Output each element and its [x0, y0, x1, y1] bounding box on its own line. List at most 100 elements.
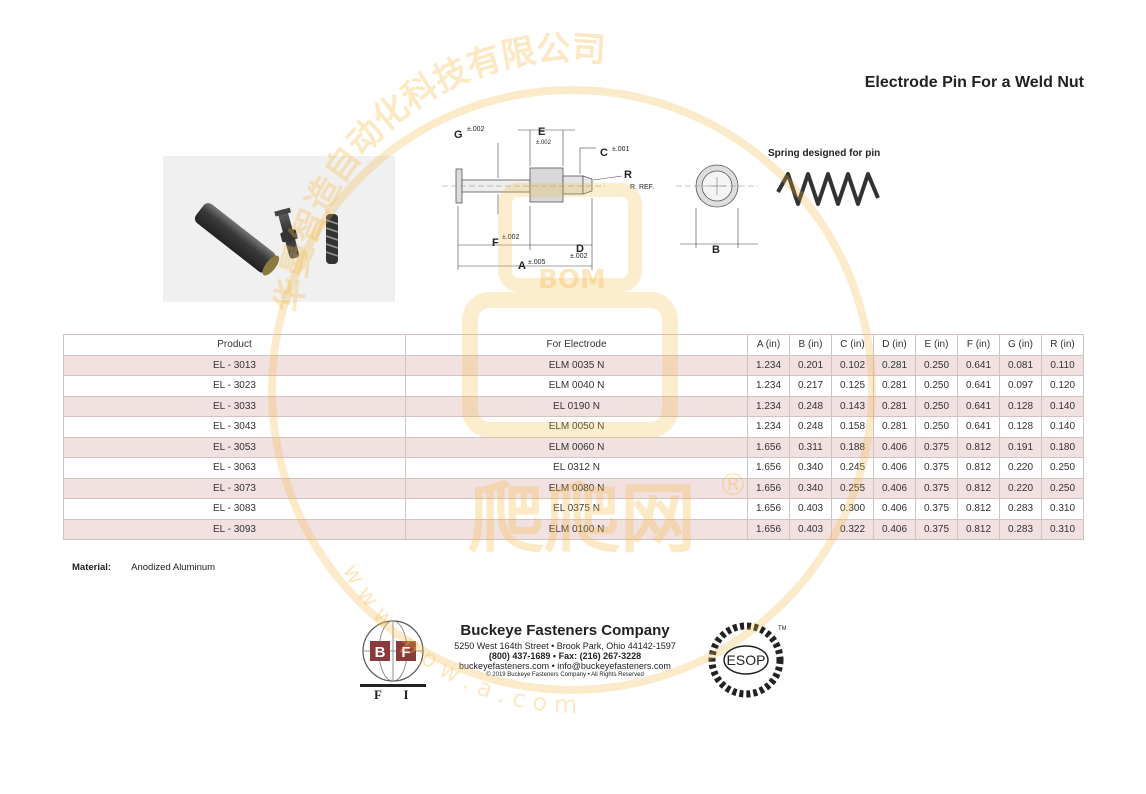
table-cell: 0.340 — [789, 457, 832, 479]
dim-g-label: G — [454, 129, 463, 141]
table-cell: 0.641 — [957, 416, 1000, 438]
table-cell: 0.250 — [915, 395, 958, 417]
table-cell: 0.406 — [873, 457, 916, 479]
table-cell: ELM 0080 N — [405, 477, 748, 499]
dim-r-label: R — [624, 169, 632, 181]
page-title: Electrode Pin For a Weld Nut — [864, 74, 1084, 91]
product-photo-icon — [194, 203, 339, 276]
table-cell: 0.250 — [915, 354, 958, 376]
table-cell: 0.375 — [915, 457, 958, 479]
table-cell: 0.188 — [831, 436, 874, 458]
col-header-d: D (in) — [873, 334, 916, 356]
spring-photo-icon — [325, 214, 339, 264]
table-cell: EL 0312 N — [405, 457, 748, 479]
dim-c-tol: ±.001 — [612, 146, 630, 153]
table-cell: 0.812 — [957, 498, 1000, 520]
col-header-r: R (in) — [1041, 334, 1084, 356]
table-cell: 0.250 — [915, 375, 958, 397]
table-cell: 1.234 — [747, 416, 790, 438]
table-cell: 0.281 — [873, 395, 916, 417]
table-cell: 0.375 — [915, 518, 958, 540]
table-cell: 0.220 — [999, 477, 1042, 499]
table-cell: 0.812 — [957, 518, 1000, 540]
dim-f-label: F — [492, 237, 499, 249]
table-cell: 0.143 — [831, 395, 874, 417]
table-cell: 1.656 — [747, 498, 790, 520]
table-cell: 0.220 — [999, 457, 1042, 479]
table-cell: EL - 3063 — [63, 457, 406, 479]
material-note: Material: Anodized Aluminum — [72, 562, 215, 573]
table-cell: 0.311 — [789, 436, 832, 458]
table-cell: 0.283 — [999, 498, 1042, 520]
table-cell: 0.406 — [873, 436, 916, 458]
table-cell: 0.140 — [1041, 395, 1084, 417]
company-web[interactable]: buckeyefasteners.com • info@buckeyefaste… — [459, 661, 671, 671]
table-cell: 0.125 — [831, 375, 874, 397]
table-cell: 1.234 — [747, 354, 790, 376]
spec-table: Product For Electrode A (in) B (in) C (i… — [63, 334, 1084, 540]
table-cell: 0.812 — [957, 436, 1000, 458]
dim-d-label: D — [576, 243, 584, 255]
table-cell: 0.310 — [1041, 518, 1084, 540]
table-cell: 0.128 — [999, 416, 1042, 438]
table-cell: 0.406 — [873, 477, 916, 499]
table-header-row: Product For Electrode A (in) B (in) C (i… — [63, 334, 1084, 356]
table-cell: 0.245 — [831, 457, 874, 479]
table-cell: 1.656 — [747, 518, 790, 540]
table-cell: 0.180 — [1041, 436, 1084, 458]
table-cell: EL - 3083 — [63, 498, 406, 520]
col-header-electrode: For Electrode — [405, 334, 748, 356]
company-address: 5250 West 164th Street • Brook Park, Ohi… — [454, 641, 676, 651]
material-label: Material: — [72, 562, 112, 573]
svg-text:F: F — [401, 644, 410, 661]
table-cell: 0.128 — [999, 395, 1042, 417]
dim-f-tol: ±.002 — [502, 234, 520, 241]
copyright: © 2019 Buckeye Fasteners Company • All R… — [486, 672, 644, 678]
table-cell: 0.248 — [789, 395, 832, 417]
table-cell: 0.375 — [915, 477, 958, 499]
table-cell: ELM 0050 N — [405, 416, 748, 438]
bf-logo-icon: B F F I — [360, 620, 426, 700]
table-cell: EL 0375 N — [405, 498, 748, 520]
pin-end-view-icon — [676, 164, 758, 248]
dim-a-tol: ±.005 — [528, 259, 546, 266]
table-cell: 0.812 — [957, 477, 1000, 499]
table-cell: 0.110 — [1041, 354, 1084, 376]
dim-r-ref: R. REF. — [630, 184, 654, 191]
table-cell: 0.375 — [915, 436, 958, 458]
table-cell: 1.656 — [747, 457, 790, 479]
table-cell: 0.250 — [1041, 457, 1084, 479]
table-cell: 0.812 — [957, 457, 1000, 479]
dim-c-label: C — [600, 147, 608, 159]
table-cell: 0.102 — [831, 354, 874, 376]
table-cell: 0.217 — [789, 375, 832, 397]
table-cell: 0.406 — [873, 498, 916, 520]
spring-caption: Spring designed for pin — [768, 148, 880, 159]
table-cell: EL - 3033 — [63, 395, 406, 417]
table-cell: 0.097 — [999, 375, 1042, 397]
pin-dimension-diagram: G ±.002 E ±.002 C ±.001 R R. REF. F ±.00… — [442, 126, 880, 272]
svg-text:F: F — [374, 687, 382, 700]
table-cell: 1.656 — [747, 436, 790, 458]
col-header-product: Product — [63, 334, 406, 356]
dim-g-tol: ±.002 — [467, 126, 485, 133]
table-cell: EL - 3013 — [63, 354, 406, 376]
table-cell: EL - 3053 — [63, 436, 406, 458]
table-cell: 1.656 — [747, 477, 790, 499]
dim-a-label: A — [518, 260, 526, 272]
table-cell: 0.641 — [957, 395, 1000, 417]
table-cell: ELM 0060 N — [405, 436, 748, 458]
table-cell: 0.281 — [873, 416, 916, 438]
col-header-b: B (in) — [789, 334, 832, 356]
table-cell: 0.406 — [873, 518, 916, 540]
dim-e-label: E — [538, 126, 545, 138]
table-cell: 0.191 — [999, 436, 1042, 458]
table-cell: 0.140 — [1041, 416, 1084, 438]
